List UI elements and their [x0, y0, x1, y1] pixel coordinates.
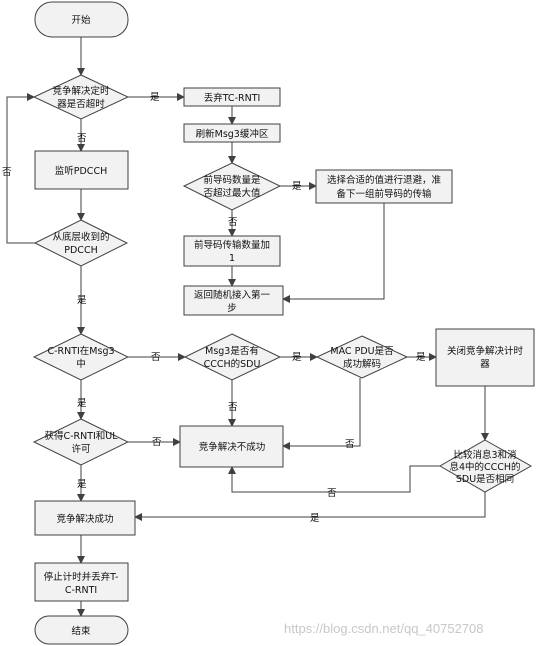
- return-random-access-line2: 步: [227, 303, 237, 314]
- stop-timer-discard-line1: 停止计时并丢弃T-: [44, 571, 119, 583]
- stop-contention-timer-process: 关闭竞争解决计时 器: [435, 328, 535, 387]
- compare-sdu-decision: 比较消息3和消 息4中的CCCH的 SDU是否相同: [439, 439, 533, 493]
- preamble-inc-line2: 1: [229, 253, 235, 264]
- preamble-max-line2: 否超过最大值: [203, 187, 261, 199]
- timer-expired-line1: 竞争解决定时: [52, 85, 110, 97]
- mac-pdu-line1: MAC PDU是否: [330, 346, 394, 357]
- edge-label-compare-yes: 是: [310, 513, 320, 524]
- refresh-msg3-label: 刷新Msg3缓冲区: [196, 128, 269, 140]
- contention-fail-process: 竞争解决不成功: [179, 425, 284, 468]
- discard-tc-rnti-process: 丢弃TC-RNTI: [183, 87, 281, 107]
- contention-fail-label: 竞争解决不成功: [199, 441, 266, 453]
- mac-pdu-line2: 成功解码: [343, 358, 381, 370]
- edge-label-crnti-no: 否: [151, 352, 161, 363]
- end-terminal: 结束: [34, 615, 129, 645]
- watermark-text: https://blog.csdn.net/qq_40752708: [284, 621, 484, 636]
- edge-label-timer-no: 否: [77, 133, 87, 144]
- compare-sdu-line1: 比较消息3和消: [453, 449, 516, 461]
- compare-sdu-line3: SDU是否相同: [456, 473, 514, 485]
- start-terminal: 开始: [34, 1, 129, 38]
- monitor-pdcch-label: 监听PDCCH: [55, 165, 107, 177]
- edge-compare-yes-success: [134, 492, 486, 521]
- msg3-has-ccch-line2: CCCH的SDU: [204, 358, 261, 370]
- preamble-increment-process: 前导码传输数量加 1: [183, 235, 281, 267]
- timer-expired-decision: 竞争解决定时 器是否超时: [32, 74, 130, 120]
- got-crnti-ul-line1: 获得C-RNTI和UL: [44, 430, 118, 442]
- crnti-in-msg3-decision: C-RNTI在Msg3 中: [32, 333, 130, 381]
- stop-contention-timer-line1: 关闭竞争解决计时: [447, 345, 524, 357]
- edge-backoff-to-return: [282, 203, 385, 303]
- crnti-in-msg3-line1: C-RNTI在Msg3: [47, 345, 114, 357]
- edge-label-macpdu-yes: 是: [416, 352, 426, 363]
- msg3-has-ccch-decision: Msg3是否有 CCCH的SDU: [183, 333, 282, 381]
- stop-timer-discard-line2: C-RNTI: [65, 585, 97, 596]
- edge-compare-no-fail: [228, 465, 440, 493]
- edge-label-preamble-no: 否: [228, 217, 238, 228]
- backoff-line1: 选择合适的值进行退避，准: [327, 174, 442, 186]
- edge-label-timer-yes: 是: [150, 92, 160, 103]
- edge-label-crnti-yes: 是: [77, 398, 87, 409]
- edge-labels: 是 否 是 否 否 是 否 是 是 否 否 是 否 是 否 是: [2, 92, 426, 524]
- start-label: 开始: [71, 14, 91, 26]
- edge-label-preamble-yes: 是: [292, 181, 302, 192]
- edges: [6, 37, 489, 617]
- pdcch-received-line1: 从底层收到的: [52, 231, 109, 243]
- edge-label-pdcch-yes: 是: [77, 295, 87, 306]
- edge-label-pdcch-no: 否: [2, 167, 12, 178]
- preamble-inc-line1: 前导码传输数量加: [194, 239, 270, 251]
- pdcch-received-line2: PDCCH: [64, 245, 97, 256]
- discard-tc-rnti-label: 丢弃TC-RNTI: [204, 92, 261, 104]
- return-random-access-line1: 返回随机接入第一: [194, 289, 271, 301]
- edge-label-compare-no: 否: [327, 488, 337, 499]
- refresh-msg3-process: 刷新Msg3缓冲区: [183, 123, 281, 143]
- edge-label-gotul-no: 否: [152, 437, 162, 448]
- return-random-access-process: 返回随机接入第一 步: [183, 285, 284, 316]
- got-crnti-ul-decision: 获得C-RNTI和UL 许可: [32, 418, 130, 466]
- contention-success-process: 竞争解决成功: [34, 500, 136, 536]
- pdcch-received-decision: 从底层收到的 PDCCH: [33, 219, 129, 267]
- end-label: 结束: [71, 625, 91, 637]
- mac-pdu-decoded-decision: MAC PDU是否 成功解码: [315, 335, 409, 379]
- edge-label-gotul-yes: 是: [77, 479, 87, 490]
- backoff-process: 选择合适的值进行退避，准 备下一组前导码的传输: [315, 169, 453, 204]
- got-crnti-ul-line2: 许可: [71, 443, 90, 455]
- contention-success-label: 竞争解决成功: [56, 513, 113, 525]
- monitor-pdcch-process: 监听PDCCH: [34, 150, 129, 190]
- preamble-max-line1: 前导码数量是: [203, 174, 261, 186]
- edge-label-msg3-yes: 是: [292, 352, 302, 363]
- edge-macpdu-no-fail: [282, 378, 361, 450]
- crnti-in-msg3-line2: 中: [76, 358, 86, 370]
- compare-sdu-line2: 息4中的CCCH的: [449, 461, 520, 473]
- msg3-has-ccch-line1: Msg3是否有: [205, 345, 259, 357]
- edge-pdcch-no-loop: [6, 93, 35, 244]
- stop-timer-discard-process: 停止计时并丢弃T- C-RNTI: [34, 562, 129, 602]
- backoff-line2: 备下一组前导码的传输: [336, 188, 432, 200]
- stop-contention-timer-line2: 器: [480, 359, 490, 370]
- preamble-max-decision: 前导码数量是 否超过最大值: [182, 162, 282, 211]
- edge-label-msg3-no: 否: [228, 402, 238, 413]
- edge-label-macpdu-no: 否: [345, 439, 355, 450]
- timer-expired-line2: 器是否超时: [57, 98, 105, 110]
